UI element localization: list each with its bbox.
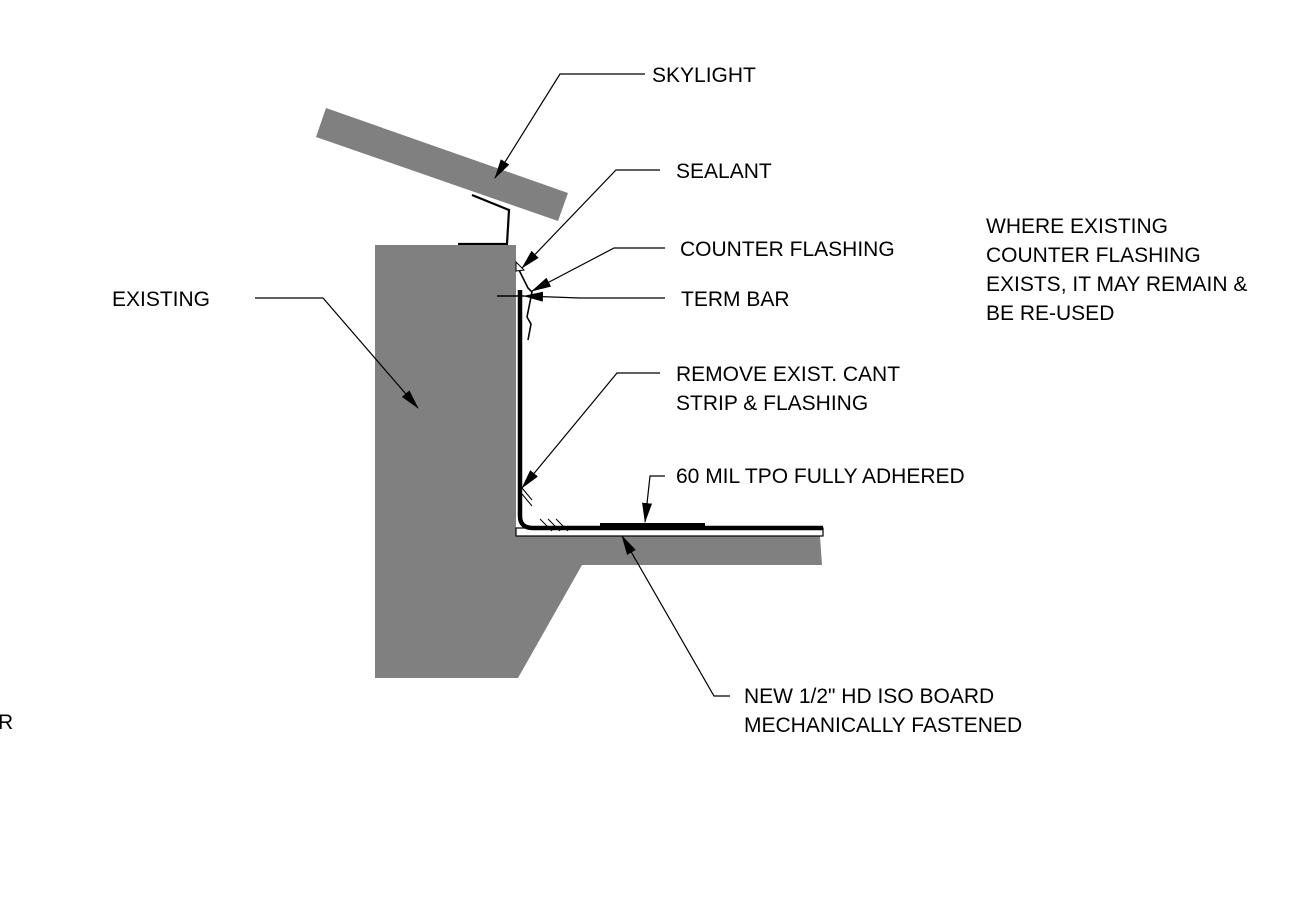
skylight-curb-bracket: [458, 193, 511, 246]
tpo-lap-strip: [600, 523, 705, 527]
note-line-2: COUNTER FLASHING: [986, 244, 1201, 267]
label-term-bar: TERM BAR: [681, 288, 790, 311]
hatch-mark: [521, 487, 533, 501]
sealant-bead: [515, 260, 526, 272]
tpo-membrane: [517, 290, 823, 531]
label-existing: EXISTING: [112, 288, 210, 311]
hatch-mark: [521, 493, 533, 507]
leader-remove-cant: [521, 372, 660, 489]
leader-existing: [255, 297, 419, 409]
leader-iso-board: [621, 535, 730, 697]
existing-wall: [375, 245, 822, 678]
hatch-mark: [547, 518, 561, 532]
leader-counter-flashing: [531, 247, 665, 292]
skylight-glazing: [316, 108, 568, 221]
counter-flashing: [517, 267, 533, 341]
label-iso-1: NEW 1/2" HD ISO BOARD: [744, 685, 994, 708]
label-skylight: SKYLIGHT: [652, 64, 756, 87]
label-counter-flashing: COUNTER FLASHING: [680, 238, 895, 261]
note-line-4: BE RE-USED: [986, 302, 1114, 325]
label-sealant: SEALANT: [676, 160, 772, 183]
hatch-mark: [555, 518, 569, 532]
hatch-mark: [539, 518, 553, 532]
note-line-3: EXISTS, IT MAY REMAIN &: [986, 273, 1247, 296]
label-remove-cant-1: REMOVE EXIST. CANT: [676, 363, 900, 386]
label-iso-2: MECHANICALLY FASTENED: [744, 714, 1022, 737]
leader-sealant: [521, 169, 660, 269]
label-tpo: 60 MIL TPO FULLY ADHERED: [676, 465, 965, 488]
leader-tpo: [642, 475, 665, 523]
label-remove-cant-2: STRIP & FLASHING: [676, 392, 868, 415]
label-cut-fragment: R: [0, 711, 13, 734]
leader-term-bar: [523, 291, 665, 302]
note-line-1: WHERE EXISTING: [986, 215, 1168, 238]
leader-skylight: [494, 73, 645, 179]
